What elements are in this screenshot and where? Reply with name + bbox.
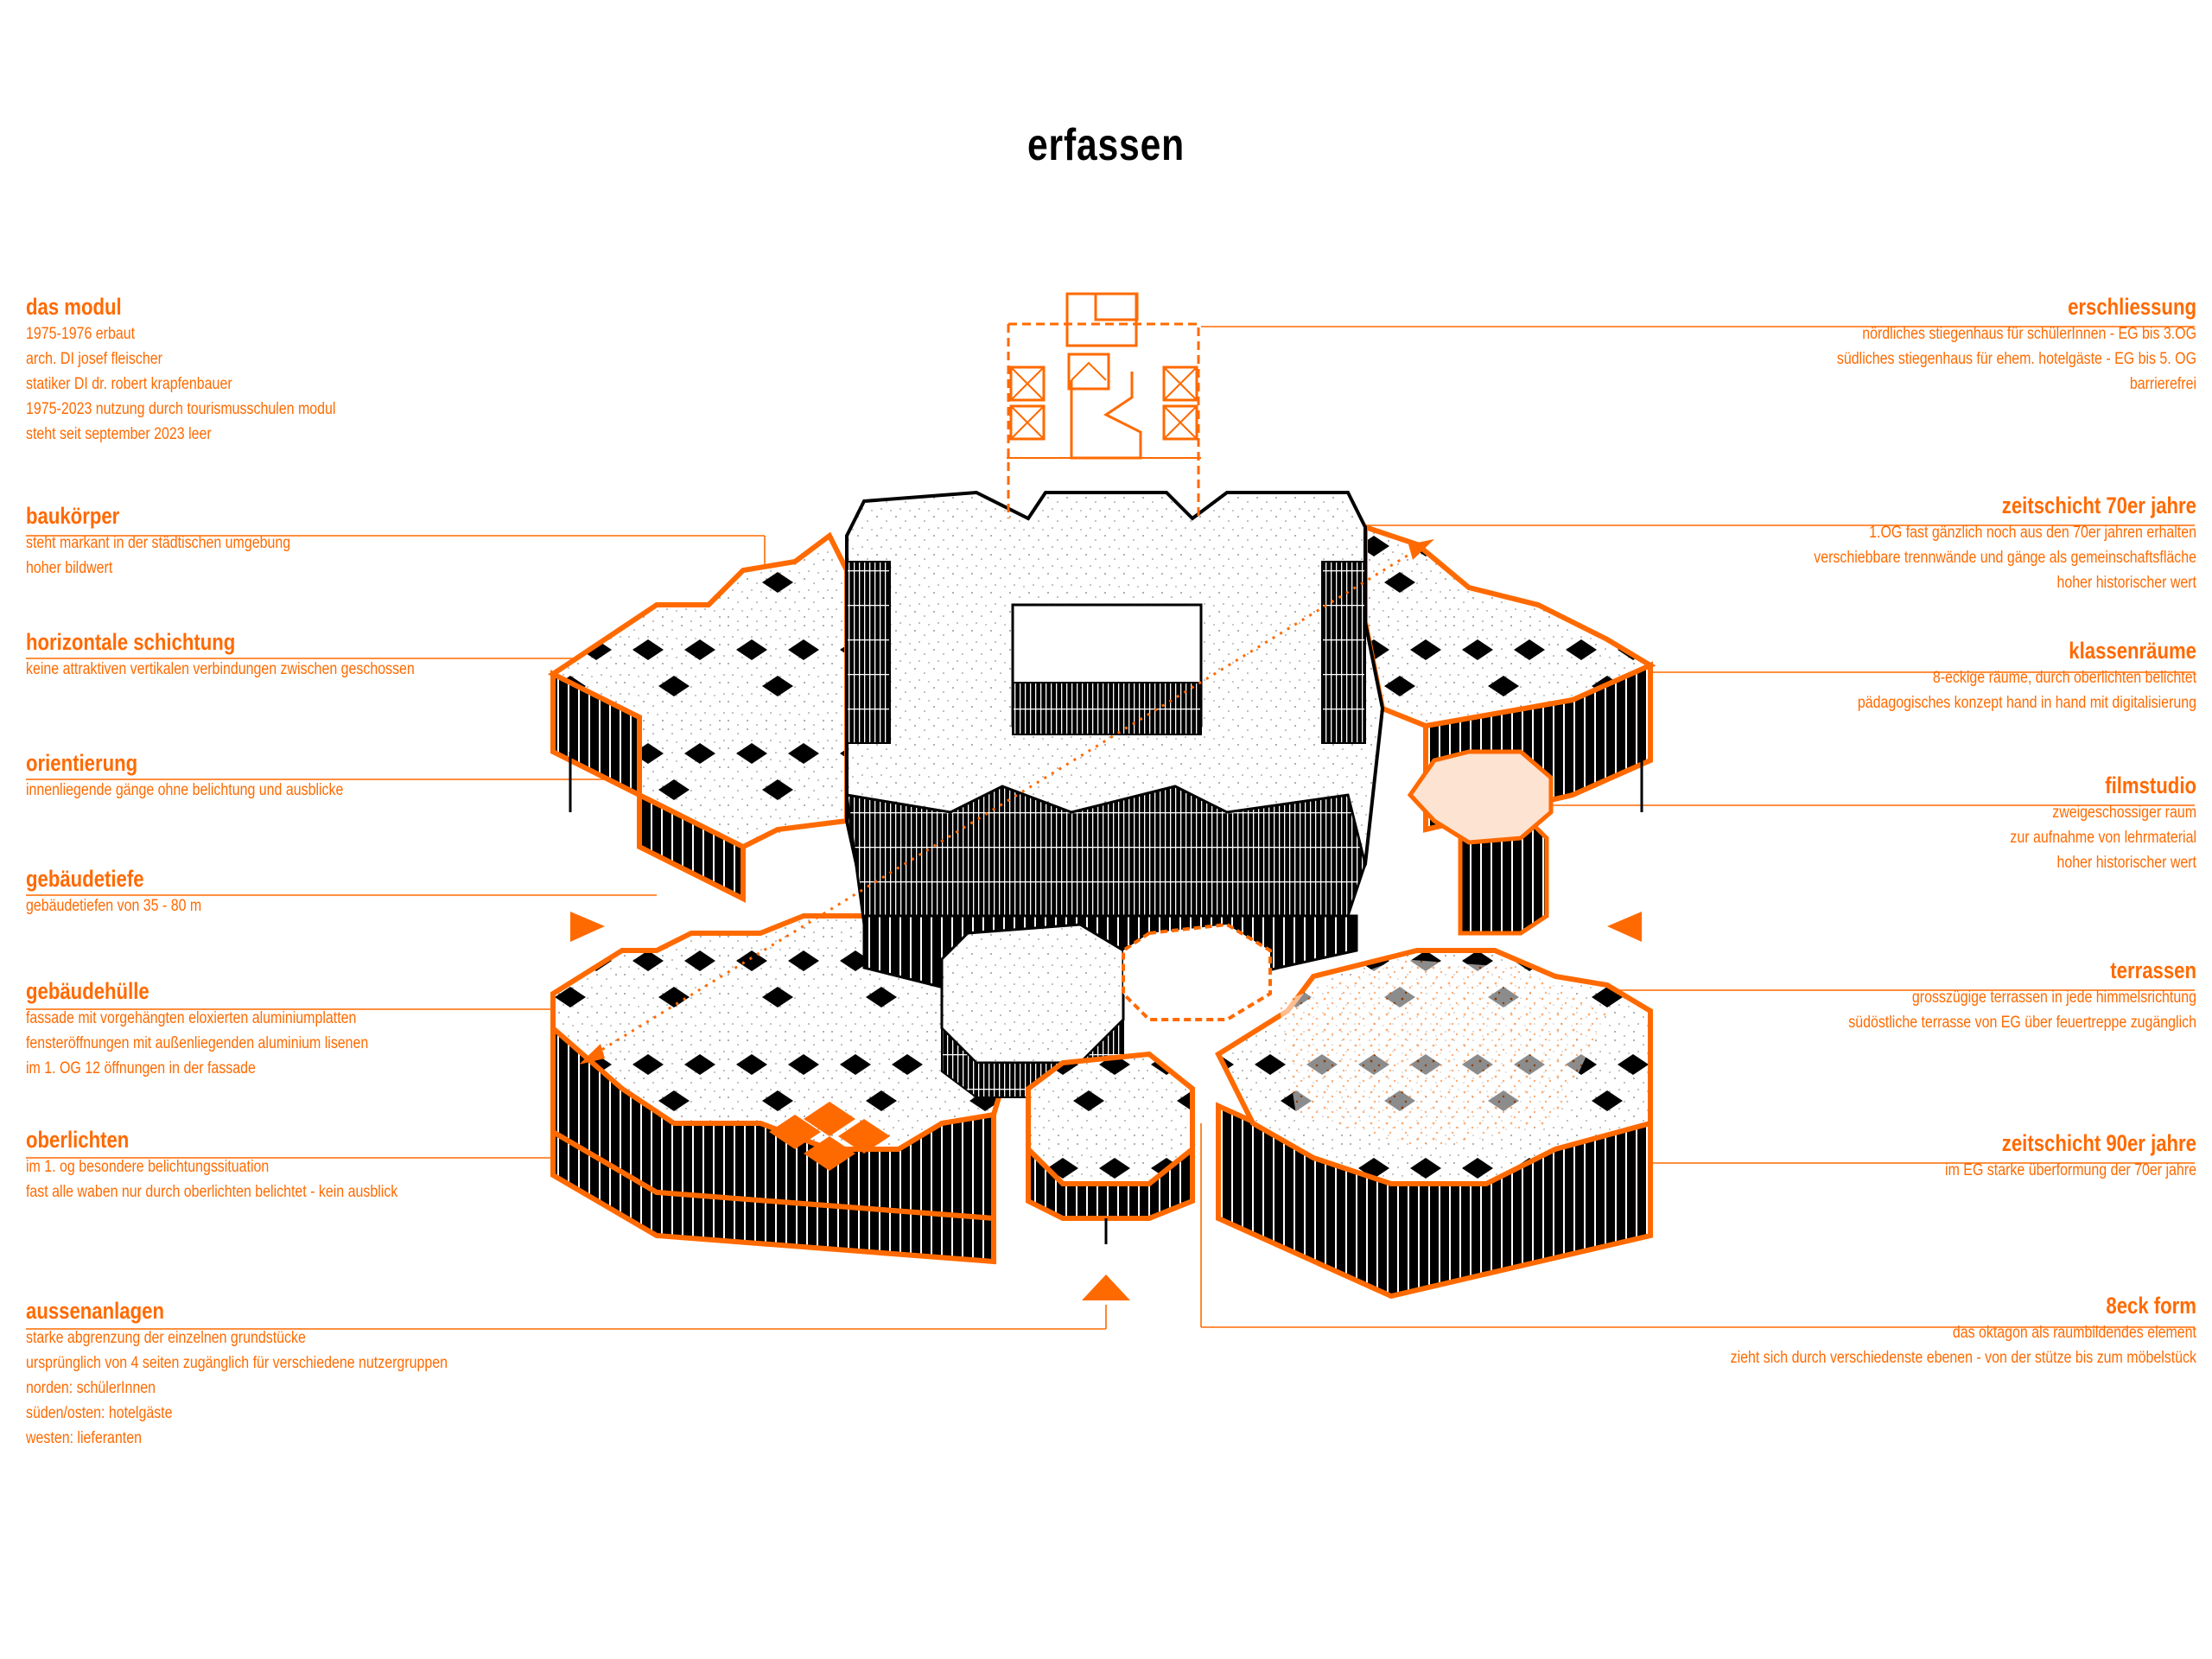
note-heading: baukörper [26,503,120,529]
entrance-arrow-west [570,912,605,942]
note-line: zieht sich durch verschiedenste ebenen -… [1730,1349,2196,1367]
filmstudio-octagon [1407,749,1554,936]
note-heading: orientierung [26,750,138,776]
entrance-arrow-east [1607,912,1642,942]
note-line: nördliches stiegenhaus für schülerInnen … [1862,325,2196,343]
note-heading: terrassen [2110,957,2196,983]
note-aussenanlagen: aussenanlagen starke abgrenzung der einz… [26,1296,510,1451]
note-heading: oberlichten [26,1127,130,1153]
note-line: im 1. og besondere belichtungssituation [26,1158,270,1176]
note-heading: erschliessung [2068,294,2196,320]
building-upper-left-wing [548,531,849,903]
note-line: steht markant in der städtischen umgebun… [26,534,291,552]
note-line: hoher historischer wert [2056,854,2196,872]
note-line: 1975-1976 erbaut [26,325,136,343]
note-heading: klassenräume [2069,638,2196,664]
note-line: verschiebbare trennwände und gänge als g… [1814,549,2196,567]
note-heading: 8eck form [2106,1293,2196,1319]
entrance-arrow-south [1082,1274,1130,1300]
note-line: gebäudetiefen von 35 - 80 m [26,897,202,915]
note-line: das oktagon als raumbildendes element [1952,1324,2196,1342]
staircase-diagram [1007,292,1201,518]
note-line: 1.OG fast gänzlich noch aus den 70er jah… [1869,524,2196,542]
note-line: fassade mit vorgehängten eloxierten alum… [26,1009,357,1027]
octagon-outline [1122,922,1272,1021]
note-line: im EG starke überformung der 70er jahre [1945,1161,2196,1179]
note-line: südöstliche terrasse von EG über feuertr… [1848,1014,2196,1032]
note-klassenraeume: klassenräume 8-eckige räume, durch oberl… [1574,636,2196,715]
note-terrassen: terrassen grosszügige terrassen in jede … [1574,956,2196,1035]
depth-dimension [579,539,1434,1065]
note-line: im 1. OG 12 öffnungen in der fassade [26,1059,256,1077]
note-line: 1975-2023 nutzung durch tourismusschulen… [26,400,336,418]
note-line: zur aufnahme von lehrmaterial [2010,829,2196,847]
note-oberlichten: oberlichten im 1. og besondere belichtun… [26,1125,510,1205]
note-line: hoher historischer wert [2056,574,2196,592]
note-zeitschicht-90er: zeitschicht 90er jahre im EG starke über… [1574,1128,2196,1183]
note-heading: horizontale schichtung [26,629,236,655]
note-line: fensteröffnungen mit außenliegenden alum… [26,1034,369,1052]
leader-lines-right [1200,326,2195,1328]
note-zeitschicht-70er: zeitschicht 70er jahre 1.OG fast gänzlic… [1574,491,2196,595]
note-heading: aussenanlagen [26,1298,164,1324]
note-line: fast alle waben nur durch oberlichten be… [26,1183,398,1201]
note-horizontale-schichtung: horizontale schichtung keine attraktiven… [26,627,510,682]
note-baukoerper: baukörper steht markant in der städtisch… [26,501,510,581]
note-line: statiker DI dr. robert krapfenbauer [26,375,232,393]
note-heading: gebäudehülle [26,978,149,1004]
note-line: 8-eckige räume, durch oberlichten belich… [1932,669,2196,687]
note-8eck-form: 8eck form das oktagon als raumbildendes … [1574,1291,2196,1370]
note-line: zweigeschossiger raum [2052,804,2196,822]
note-line: keine attraktiven vertikalen verbindunge… [26,660,415,678]
note-line: starke abgrenzung der einzelnen grundstü… [26,1329,306,1347]
note-das-modul: das modul 1975-1976 erbaut arch. DI jose… [26,292,510,447]
note-heading: zeitschicht 90er jahre [2001,1130,2196,1156]
note-heading: zeitschicht 70er jahre [2001,493,2196,518]
note-line: grosszügige terrassen in jede himmelsric… [1911,988,2196,1007]
note-heading: filmstudio [2105,772,2196,798]
note-heading: gebäudetiefe [26,866,144,892]
note-line: arch. DI josef fleischer [26,350,162,368]
note-line: barrierefrei [2129,375,2196,393]
note-line: hoher bildwert [26,559,113,577]
note-line: steht seit september 2023 leer [26,425,212,443]
note-orientierung: orientierung innenliegende gänge ohne be… [26,748,510,803]
note-line: norden: schülerInnen [26,1379,156,1397]
note-heading: das modul [26,294,122,320]
note-gebaeudehuelle: gebäudehülle fassade mit vorgehängten el… [26,976,510,1081]
note-line: westen: lieferanten [26,1429,142,1447]
note-line: pädagogisches konzept hand in hand mit d… [1857,694,2196,712]
page-title: erfassen [1027,120,1185,170]
note-erschliessung: erschliessung nördliches stiegenhaus für… [1574,292,2196,397]
building-lower-right-wing [1215,948,1653,1300]
note-line: süden/osten: hotelgäste [26,1404,173,1422]
note-line: innenliegende gänge ohne belichtung und … [26,781,344,799]
note-line: südliches stiegenhaus für ehem. hotelgäs… [1836,350,2196,368]
building-bottom-wing [1026,1051,1195,1244]
note-filmstudio: filmstudio zweigeschossiger raum zur auf… [1574,771,2196,875]
note-gebaeudetiefe: gebäudetiefe gebäudetiefen von 35 - 80 m [26,864,510,918]
note-line: ursprünglich von 4 seiten zugänglich für… [26,1354,448,1372]
